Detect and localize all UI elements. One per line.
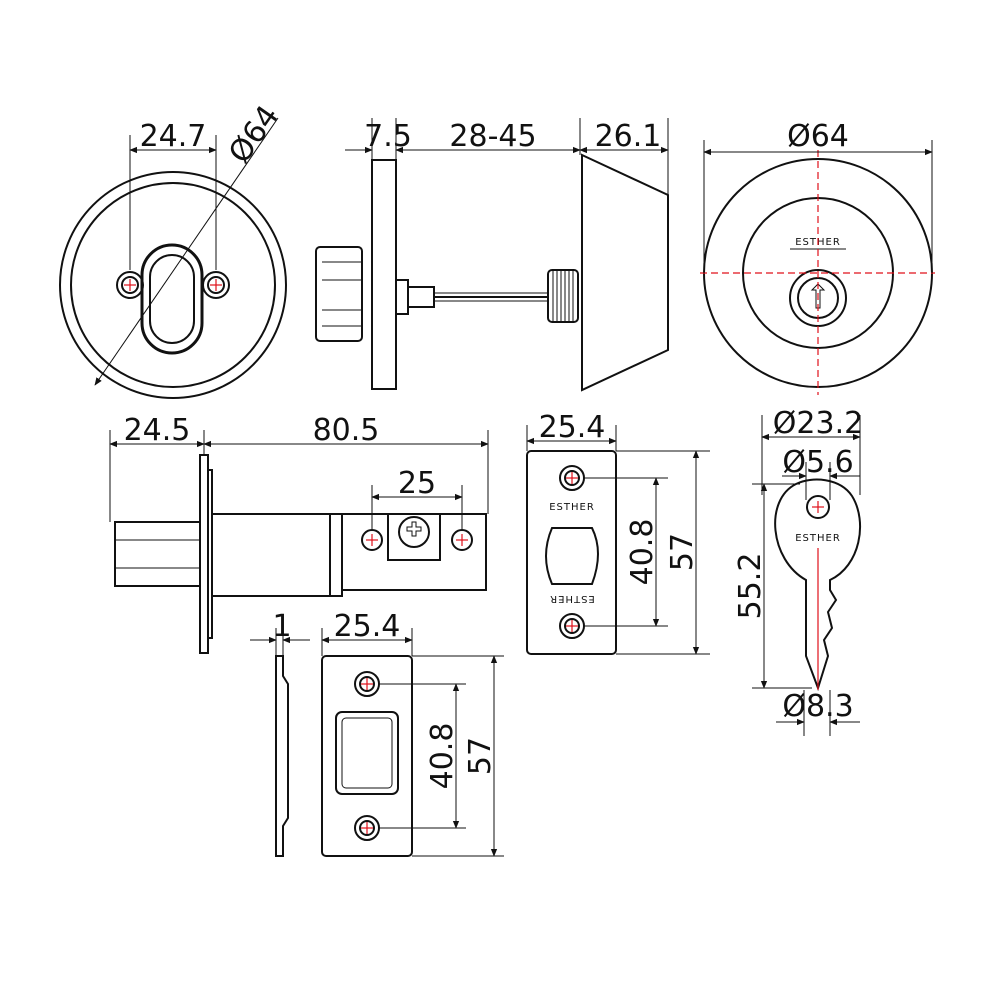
dim-strike-inner-height-bottom: 40.8 <box>425 723 460 790</box>
dim-key-hole-diameter: Ø5.6 <box>782 445 853 480</box>
key-view: ESTHER Ø23.2 Ø5.6 55.2 Ø8.3 <box>733 406 863 736</box>
dim-strike-width-top: 25.4 <box>539 410 606 445</box>
key-logo: ESTHER <box>795 533 841 544</box>
dim-key-head-diameter: Ø23.2 <box>773 406 863 441</box>
strike-hole-lower <box>559 613 585 639</box>
dim-strike-width-bottom: 25.4 <box>334 609 401 644</box>
dim-front-hole-spacing: 24.7 <box>140 119 207 154</box>
latch-view: 24.5 80.5 25 <box>109 413 489 654</box>
dim-strike-inner-height-top: 40.8 <box>625 519 660 586</box>
dim-faceplate-width: 24.5 <box>124 413 191 448</box>
strike-hole-upper <box>559 465 585 491</box>
dim-key-blade-width: Ø8.3 <box>782 689 853 724</box>
dim-strike-height-bottom: 57 <box>463 737 498 775</box>
front-rosette-view: 24.7 Ø64 <box>59 99 287 399</box>
dim-plate-thickness: 7.5 <box>364 119 412 154</box>
strike-plate-bottom: 25.4 40.8 57 <box>321 609 504 857</box>
dim-cylinder-projection: 26.1 <box>595 119 662 154</box>
strike-plate-top: ESTHER ESTHER 25.4 40.8 57 <box>526 410 710 655</box>
strike-logo-top: ESTHER <box>549 502 595 513</box>
screw-hole-left <box>116 271 144 299</box>
latch-hole-right <box>451 529 473 551</box>
dim-strike-thickness: 1 <box>272 609 291 644</box>
latch-hole-left <box>361 529 383 551</box>
screw-hole-right <box>202 271 230 299</box>
side-view: 7.5 28-45 26.1 <box>315 118 669 392</box>
dim-front-rosette-diameter: Ø64 <box>222 99 286 170</box>
dim-latch-hole-spacing: 25 <box>398 466 436 501</box>
strike-logo-bottom: ESTHER <box>549 593 595 604</box>
dim-strike-height-top: 57 <box>665 533 700 571</box>
strike-side-profile: 1 <box>250 609 310 857</box>
dim-key-length: 55.2 <box>733 553 768 620</box>
cylinder-view: ESTHER Ø64 <box>700 119 935 395</box>
dim-rosette-diameter: Ø64 <box>787 119 849 154</box>
strike-bottom-hole-upper <box>354 671 380 697</box>
strike-bottom-hole-lower <box>354 815 380 841</box>
dim-door-thickness: 28-45 <box>449 119 536 154</box>
dim-backset: 80.5 <box>313 413 380 448</box>
